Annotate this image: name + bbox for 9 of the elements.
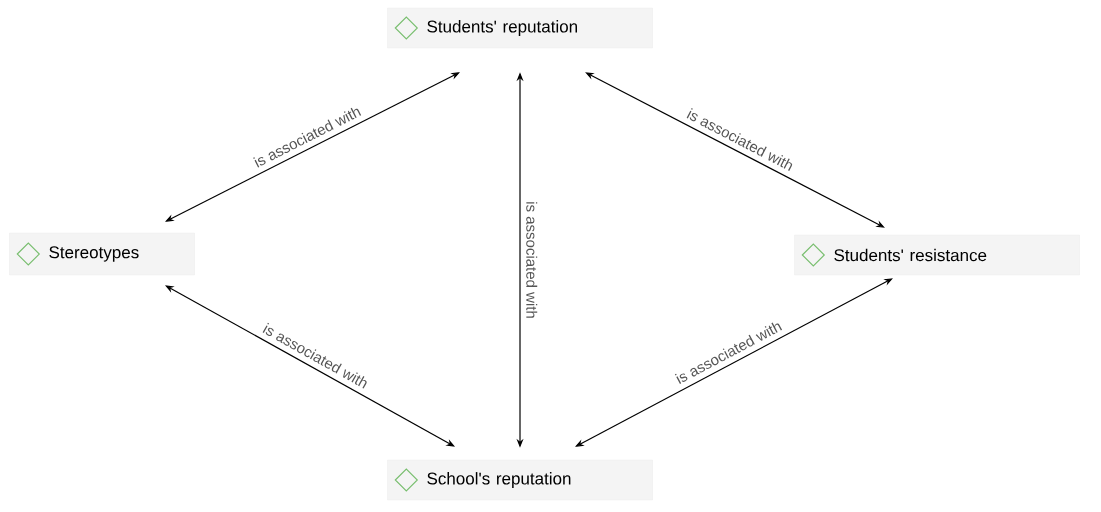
edge-label: is associated with: [526, 202, 538, 318]
double-arrow: [165, 285, 455, 447]
double-arrow: [585, 72, 885, 228]
concept-box: Students' reputation: [387, 7, 653, 49]
double-arrow: [165, 72, 460, 222]
concept-box: Stereotypes: [9, 232, 195, 276]
concept-box: Students' resistance: [794, 234, 1080, 276]
concept-box: School's reputation: [387, 459, 653, 501]
double-arrow: [575, 278, 893, 447]
